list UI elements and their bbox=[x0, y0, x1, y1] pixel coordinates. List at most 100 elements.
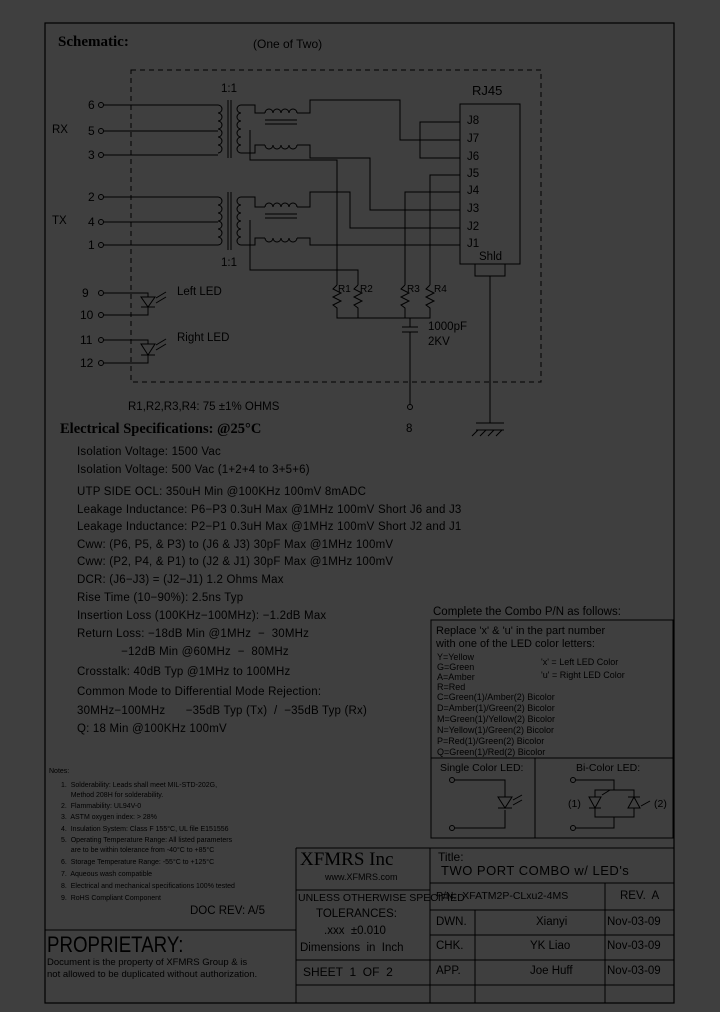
note-item: 8. Electrical and mechanical specificati… bbox=[61, 883, 235, 890]
resistor-label: R3 bbox=[407, 284, 420, 295]
spec-line: Cww: (P6, P5, & P3) to (J6 & J3) 30pF Ma… bbox=[77, 539, 394, 551]
proprietary-line-1: Document is the property of XFMRS Group … bbox=[47, 957, 248, 968]
right-led-label: Right LED bbox=[177, 332, 230, 344]
tolerance-line-1: UNLESS OTHERWISE SPECIFIED bbox=[298, 892, 465, 904]
pin-label: 2 bbox=[88, 190, 95, 204]
color-code: D=Amber(1)/Green(2) Bicolor bbox=[437, 703, 555, 713]
spec-line: −12dB Min @60MHz − 80MHz bbox=[77, 646, 289, 658]
combo-heading: Complete the Combo P/N as follows: bbox=[433, 606, 621, 618]
spec-line: Common Mode to Differential Mode Rejecti… bbox=[77, 686, 322, 698]
jack-label: J7 bbox=[467, 133, 480, 145]
company-name: XFMRS Inc bbox=[300, 849, 394, 870]
dwn-label: DWN. bbox=[436, 916, 467, 928]
pin-label: 10 bbox=[80, 308, 94, 322]
color-code: A=Amber bbox=[437, 672, 475, 682]
jack-label: J3 bbox=[467, 203, 480, 215]
pin8-label: 8 bbox=[406, 423, 413, 435]
chk-name: YK Liao bbox=[530, 940, 571, 952]
resistor-label: R4 bbox=[434, 284, 447, 295]
pin-label: 4 bbox=[88, 215, 95, 229]
u-note: 'u' = Right LED Color bbox=[541, 670, 625, 680]
pin-label: 3 bbox=[88, 148, 95, 162]
spec-line: Q: 18 Min @100KHz 100mV bbox=[77, 723, 227, 735]
pin-label: 5 bbox=[88, 124, 95, 138]
jack-label: J8 bbox=[467, 115, 480, 127]
pin-label: 11 bbox=[80, 333, 93, 347]
spec-line: Cww: (P2, P4, & P1) to (J2 & J1) 30pF Ma… bbox=[77, 556, 394, 568]
pin-label: 9 bbox=[82, 286, 89, 300]
revision: REV. A bbox=[620, 890, 660, 902]
pin-label: 1 bbox=[88, 238, 95, 252]
shield-label: Shld bbox=[479, 251, 503, 263]
app-date: Nov-03-09 bbox=[607, 965, 661, 977]
note-item: 6. Storage Temperature Range: -55°C to +… bbox=[61, 859, 215, 866]
proprietary-heading: PROPRIETARY: bbox=[47, 932, 184, 957]
spec-line: Rise Time (10−90%): 2.5ns Typ bbox=[77, 592, 244, 604]
schematic-subtitle: (One of Two) bbox=[253, 37, 323, 51]
color-code: R=Red bbox=[437, 682, 466, 692]
spec-line: 30MHz−100MHz −35dB Typ (Tx) / −35dB Typ … bbox=[77, 705, 368, 717]
spec-line: Isolation Voltage: 1500 Vac bbox=[77, 446, 221, 458]
electrical-title: Electrical Specifications: @25°C bbox=[60, 421, 262, 437]
note-item: 5. Operating Temperature Range: All list… bbox=[61, 837, 233, 844]
rj45-label: RJ45 bbox=[472, 83, 503, 98]
note-item: 1. Solderability: Leads shall meet MIL-S… bbox=[61, 782, 218, 789]
app-name: Joe Huff bbox=[530, 965, 573, 977]
color-code: M=Green(1)/Yellow(2) Bicolor bbox=[437, 714, 555, 724]
spec-line: Crosstalk: 40dB Typ @1MHz to 100MHz bbox=[77, 666, 291, 678]
spec-line: Return Loss: −18dB Min @1MHz − 30MHz bbox=[77, 628, 310, 640]
cap-voltage: 2KV bbox=[428, 336, 450, 348]
jack-label: J5 bbox=[467, 168, 480, 180]
part-number: P/N: XFATM2P-CLxu2-4MS bbox=[436, 890, 569, 902]
color-code: C=Green(1)/Amber(2) Bicolor bbox=[437, 692, 555, 702]
notes-title: Notes: bbox=[49, 768, 70, 775]
sheet-number: SHEET 1 OF 2 bbox=[303, 965, 393, 979]
spec-line: Isolation Voltage: 500 Vac (1+2+4 to 3+5… bbox=[77, 464, 310, 476]
note-item: 2. Flammability: UL94V-0 bbox=[61, 803, 142, 810]
color-code: N=Yellow(1)/Green(2) Bicolor bbox=[437, 725, 554, 735]
jack-label: J4 bbox=[467, 185, 480, 197]
schematic-title: Schematic: bbox=[58, 34, 129, 50]
bi-led-label: Bi-Color LED: bbox=[576, 762, 641, 774]
single-led-label: Single Color LED: bbox=[440, 762, 524, 774]
chk-date: Nov-03-09 bbox=[607, 940, 661, 952]
jack-label: J2 bbox=[467, 221, 480, 233]
jack-label: J1 bbox=[467, 238, 480, 250]
resistor-note: R1,R2,R3,R4: 75 ±1% OHMS bbox=[128, 401, 280, 413]
color-code: P=Red(1)/Green(2) Bicolor bbox=[437, 736, 545, 746]
cap-value: 1000pF bbox=[428, 321, 468, 333]
color-code: Y=Yellow bbox=[437, 652, 474, 662]
x-note: 'x' = Left LED Color bbox=[541, 657, 619, 667]
spec-line: Leakage Inductance: P2−P1 0.3uH Max @1MH… bbox=[77, 521, 462, 533]
tolerance-line-4: Dimensions in Inch bbox=[300, 942, 404, 954]
spec-line: DCR: (J6−J3) = (J2−J1) 1.2 Ohms Max bbox=[77, 574, 284, 586]
note-item: 7. Aqueous wash compatible bbox=[61, 871, 153, 878]
dwn-name: Xianyi bbox=[536, 916, 568, 928]
note-item: 9. RoHS Compliant Component bbox=[61, 895, 161, 902]
note-item: 3. ASTM oxygen index: > 28% bbox=[61, 814, 157, 821]
combo-replace-1: Replace 'x' & 'u' in the part number bbox=[436, 625, 606, 637]
company-website: www.XFMRS.com bbox=[325, 872, 398, 882]
spec-line: Leakage Inductance: P6−P3 0.3uH Max @1MH… bbox=[77, 504, 462, 516]
chk-label: CHK. bbox=[436, 940, 464, 952]
resistor-label: R2 bbox=[360, 284, 373, 295]
color-code: Q=Green(1)/Red(2) Bicolor bbox=[437, 747, 546, 757]
proprietary-line-2: not allowed to be duplicated without aut… bbox=[47, 969, 258, 980]
pin-label: 12 bbox=[80, 356, 94, 370]
resistor-label: R1 bbox=[338, 284, 351, 295]
drawing-title: TWO PORT COMBO w/ LED's bbox=[441, 863, 630, 878]
note-item: 4. Insulation System: Class F 155°C, UL … bbox=[61, 826, 229, 833]
dwn-date: Nov-03-09 bbox=[607, 916, 661, 928]
bi-label-2: (2) bbox=[654, 798, 667, 810]
title-label: Title: bbox=[438, 850, 464, 864]
tx-label: TX bbox=[52, 215, 67, 227]
note-item: Method 208H for solderability. bbox=[61, 792, 164, 799]
jack-label: J6 bbox=[467, 151, 480, 163]
ratio-top: 1:1 bbox=[221, 83, 237, 95]
combo-replace-2: with one of the LED color letters: bbox=[436, 638, 595, 650]
ratio-bottom: 1:1 bbox=[221, 257, 237, 269]
left-led-label: Left LED bbox=[177, 286, 222, 298]
bi-label-1: (1) bbox=[568, 798, 581, 810]
